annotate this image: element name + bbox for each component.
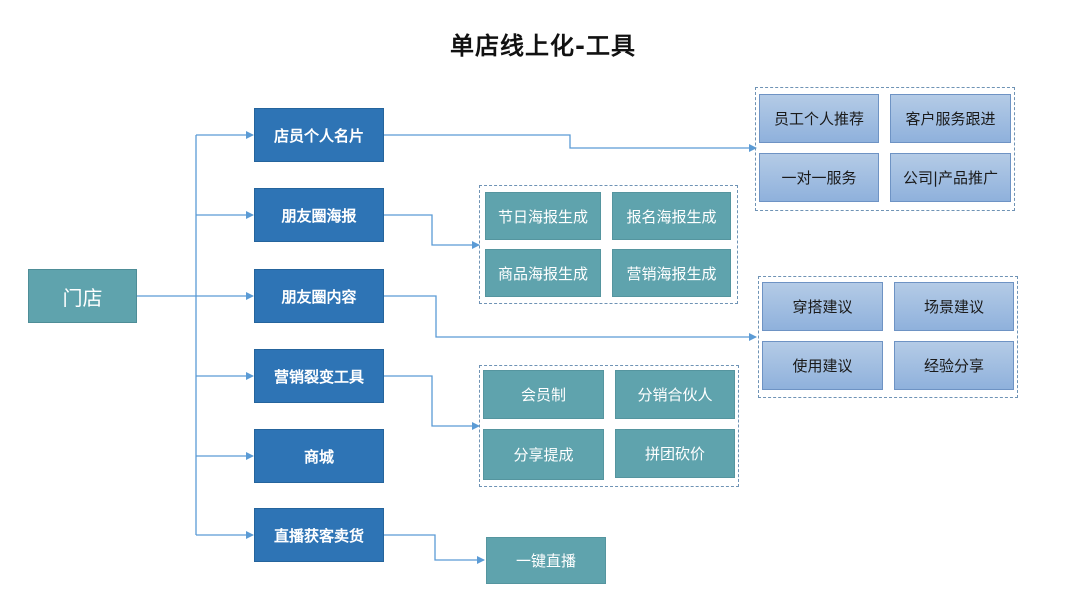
group-moments-poster bbox=[479, 185, 738, 304]
category-moments-poster: 朋友圈海报 bbox=[254, 188, 384, 242]
fission-item-group-buy-bargain: 拼团砍价 bbox=[615, 429, 735, 478]
category-live-selling: 直播获客卖货 bbox=[254, 508, 384, 562]
poster-item-marketing: 营销海报生成 bbox=[612, 249, 731, 297]
connector-fission-group bbox=[384, 375, 480, 430]
root-node-store: 门店 bbox=[28, 269, 137, 323]
live-item-one-click: 一键直播 bbox=[486, 537, 606, 584]
category-mall: 商城 bbox=[254, 429, 384, 483]
group-staff-card bbox=[755, 87, 1015, 211]
poster-item-product: 商品海报生成 bbox=[485, 249, 601, 297]
group-moments-content bbox=[758, 276, 1018, 398]
group-marketing-fission bbox=[479, 365, 739, 487]
connector-content-group bbox=[384, 295, 757, 341]
content-item-experience: 经验分享 bbox=[894, 341, 1014, 390]
poster-item-holiday: 节日海报生成 bbox=[485, 192, 601, 240]
diagram-title: 单店线上化-工具 bbox=[450, 32, 636, 60]
connector-card-group bbox=[384, 134, 757, 152]
poster-item-signup: 报名海报生成 bbox=[612, 192, 731, 240]
content-item-scenario: 场景建议 bbox=[894, 282, 1014, 331]
connector-poster-group bbox=[384, 214, 480, 249]
fission-item-share-commission: 分享提成 bbox=[483, 429, 604, 480]
content-item-usage: 使用建议 bbox=[762, 341, 883, 390]
card-item-customer-followup: 客户服务跟进 bbox=[890, 94, 1011, 143]
fission-item-membership: 会员制 bbox=[483, 370, 604, 419]
card-item-company-promo: 公司|产品推广 bbox=[890, 153, 1011, 202]
fission-item-distribution-partner: 分销合伙人 bbox=[615, 370, 735, 419]
connector-live-target bbox=[384, 534, 485, 564]
card-item-one-on-one: 一对一服务 bbox=[759, 153, 879, 202]
content-item-outfit: 穿搭建议 bbox=[762, 282, 883, 331]
category-marketing-fission: 营销裂变工具 bbox=[254, 349, 384, 403]
category-staff-card: 店员个人名片 bbox=[254, 108, 384, 162]
card-item-staff-recommend: 员工个人推荐 bbox=[759, 94, 879, 143]
category-moments-content: 朋友圈内容 bbox=[254, 269, 384, 323]
